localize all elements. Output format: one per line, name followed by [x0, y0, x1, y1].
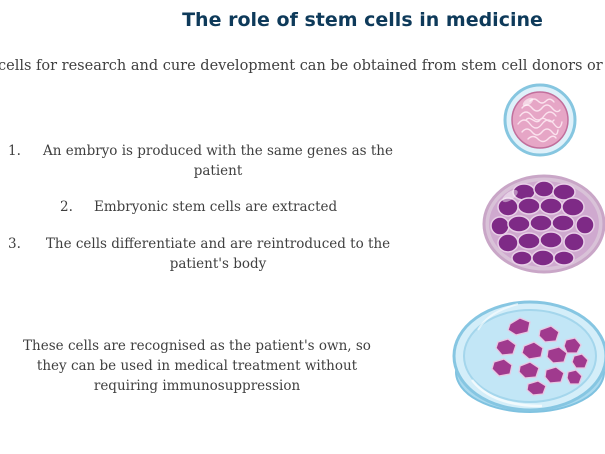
single-cell-icon: [503, 83, 577, 157]
step-2: 2. Embryonic stem cells are extracted: [60, 197, 350, 217]
step-1: 1. An embryo is produced with the same g…: [8, 141, 400, 181]
petri-dish-icon: [452, 300, 605, 413]
step-3: 3. The cells differentiate and are reint…: [8, 234, 400, 274]
step-3-number: 3.: [8, 236, 21, 252]
page-title: The role of stem cells in medicine: [182, 9, 543, 31]
step-1-text: An embryo is produced with the same gene…: [43, 143, 393, 179]
conclusion-text: These cells are recognised as the patien…: [23, 338, 371, 394]
intro-text-main: cells for research and cure development …: [0, 58, 605, 74]
intro-text: cells for research and cure development …: [0, 57, 605, 74]
cell-cluster-icon: [482, 174, 605, 274]
step-1-number: 1.: [8, 143, 21, 159]
step-2-number: 2.: [60, 199, 73, 215]
step-3-text: The cells differentiate and are reintrod…: [45, 236, 391, 272]
step-2-text: Embryonic stem cells are extracted: [94, 199, 338, 215]
